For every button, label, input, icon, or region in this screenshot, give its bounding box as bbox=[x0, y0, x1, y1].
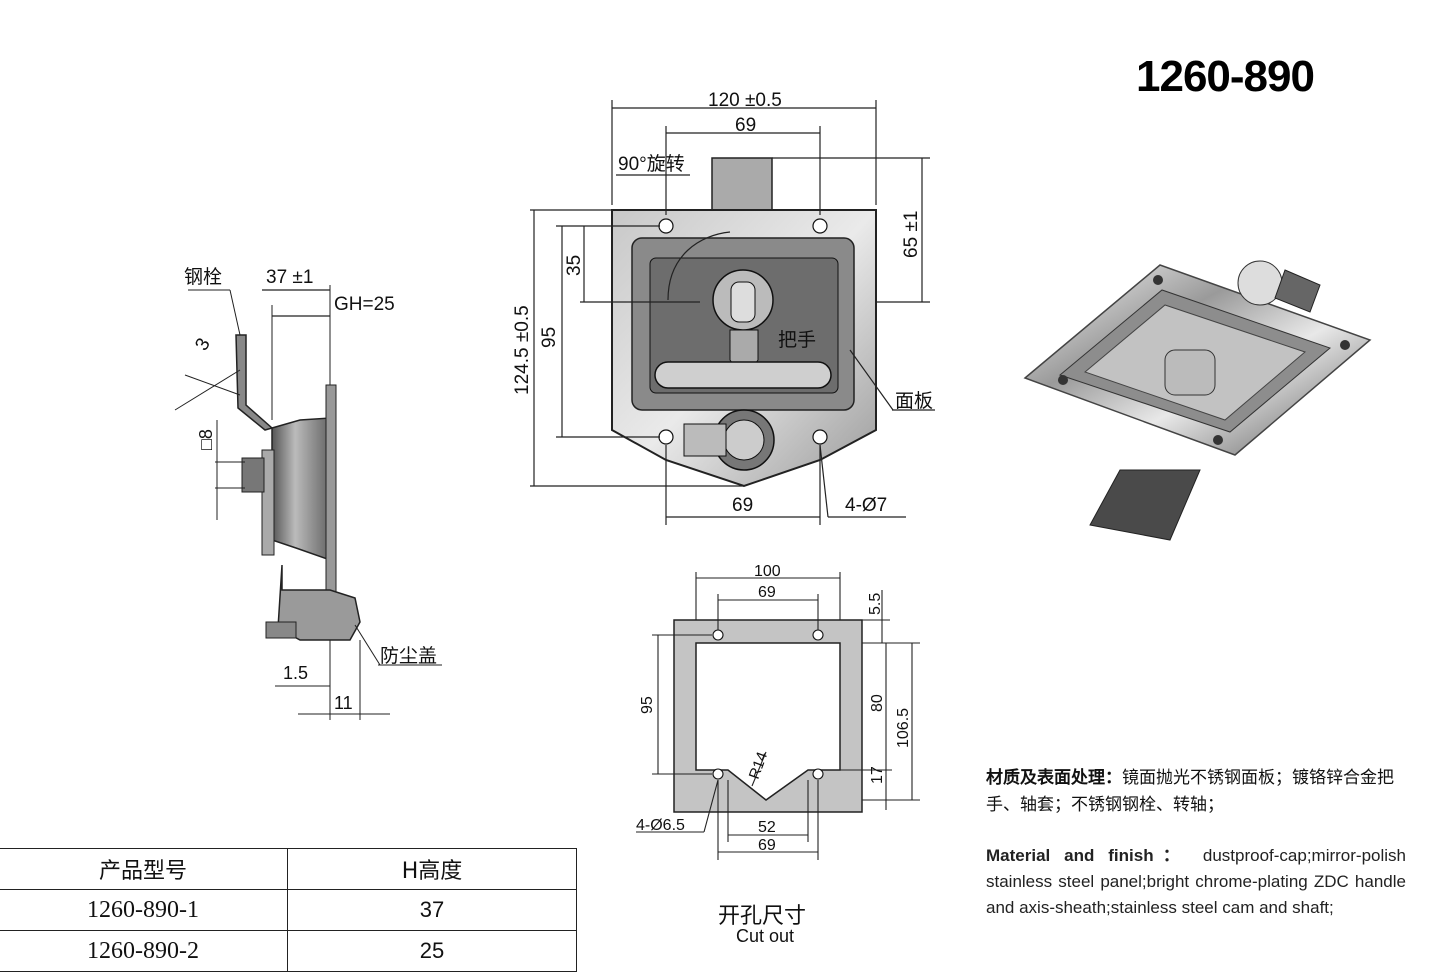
material-cn-text: 镜面抛光不锈钢面板；镀铬锌合金把手、轴套；不锈钢钢栓、转轴； bbox=[986, 768, 1394, 815]
table-row: 1260-890-1 37 bbox=[0, 889, 577, 931]
dim-11: 11 bbox=[334, 693, 353, 713]
dim-3: 3 bbox=[191, 335, 214, 355]
dim-124-5: 124.5 ±0.5 bbox=[512, 305, 533, 395]
cutout-caption-en: Cut out bbox=[736, 926, 795, 946]
side-view-drawing: 钢栓 37 ±1 GH=25 3 □8 防尘盖 1.5 11 bbox=[174, 266, 442, 720]
material-en-label: Material and finish： bbox=[986, 846, 1189, 865]
model-title: 1260-890 bbox=[1136, 52, 1315, 101]
label-holes-6-5: 4-Ø6.5 bbox=[636, 817, 685, 834]
dim-106-5: 106.5 bbox=[895, 708, 912, 748]
table-row: 1260-890-2 25 bbox=[0, 930, 577, 972]
material-en-text: dustproof-cap;mirror-polish stainless st… bbox=[986, 846, 1406, 917]
header-height: H高度 bbox=[287, 848, 577, 890]
cutout-drawing: 100 69 5.5 95 80 106.5 R14 17 4-Ø6.5 52 … bbox=[636, 563, 920, 860]
material-cn: 材质及表面处理：镜面抛光不锈钢面板；镀铬锌合金把手、轴套；不锈钢钢栓、转轴； bbox=[986, 765, 1406, 819]
table-header-row: 产品型号 H高度 bbox=[0, 848, 577, 890]
spec-table: 产品型号 H高度 1260-890-1 37 1260-890-2 25 bbox=[0, 848, 577, 972]
front-view-drawing: 120 ±0.5 69 90°旋转 65 ±1 35 124.5 ±0.5 95… bbox=[512, 90, 935, 525]
cutout-caption-cn: 开孔尺寸 bbox=[718, 904, 807, 929]
dim-r14: R14 bbox=[746, 750, 771, 782]
label-dust-cap: 防尘盖 bbox=[380, 645, 437, 667]
dim-square-8: □8 bbox=[196, 429, 216, 450]
cell-model: 1260-890-2 bbox=[0, 930, 288, 972]
dim-1-5: 1.5 bbox=[283, 663, 308, 683]
cell-height: 25 bbox=[287, 930, 577, 972]
dim-69-top-cutout: 69 bbox=[758, 584, 776, 601]
product-photo bbox=[1023, 260, 1372, 541]
dim-80: 80 bbox=[869, 694, 886, 712]
label-handle: 把手 bbox=[778, 329, 816, 351]
cell-height: 37 bbox=[287, 889, 577, 931]
material-cn-label: 材质及表面处理： bbox=[986, 768, 1122, 788]
dim-37: 37 ±1 bbox=[266, 267, 313, 288]
material-en: Material and finish： dustproof-cap;mirro… bbox=[986, 843, 1406, 921]
dim-95-cutout: 95 bbox=[639, 696, 656, 714]
dim-65: 65 ±1 bbox=[901, 211, 922, 258]
dim-69-bottom: 69 bbox=[732, 495, 753, 516]
label-holes-7: 4-Ø7 bbox=[845, 495, 887, 516]
dim-52: 52 bbox=[758, 819, 776, 836]
dim-5-5: 5.5 bbox=[867, 593, 884, 615]
header-model: 产品型号 bbox=[0, 848, 288, 890]
dim-17: 17 bbox=[869, 766, 886, 784]
dim-69-top: 69 bbox=[735, 115, 756, 136]
label-rotation: 90°旋转 bbox=[618, 153, 685, 175]
label-bolt: 钢栓 bbox=[184, 266, 222, 288]
label-panel: 面板 bbox=[895, 390, 933, 412]
dim-69-bottom-cutout: 69 bbox=[758, 837, 776, 854]
dim-95: 95 bbox=[539, 327, 560, 348]
dim-35: 35 bbox=[564, 255, 585, 276]
dim-gh: GH=25 bbox=[334, 294, 395, 315]
dim-100: 100 bbox=[754, 563, 781, 580]
dim-120: 120 ±0.5 bbox=[708, 90, 782, 111]
cell-model: 1260-890-1 bbox=[0, 889, 288, 931]
